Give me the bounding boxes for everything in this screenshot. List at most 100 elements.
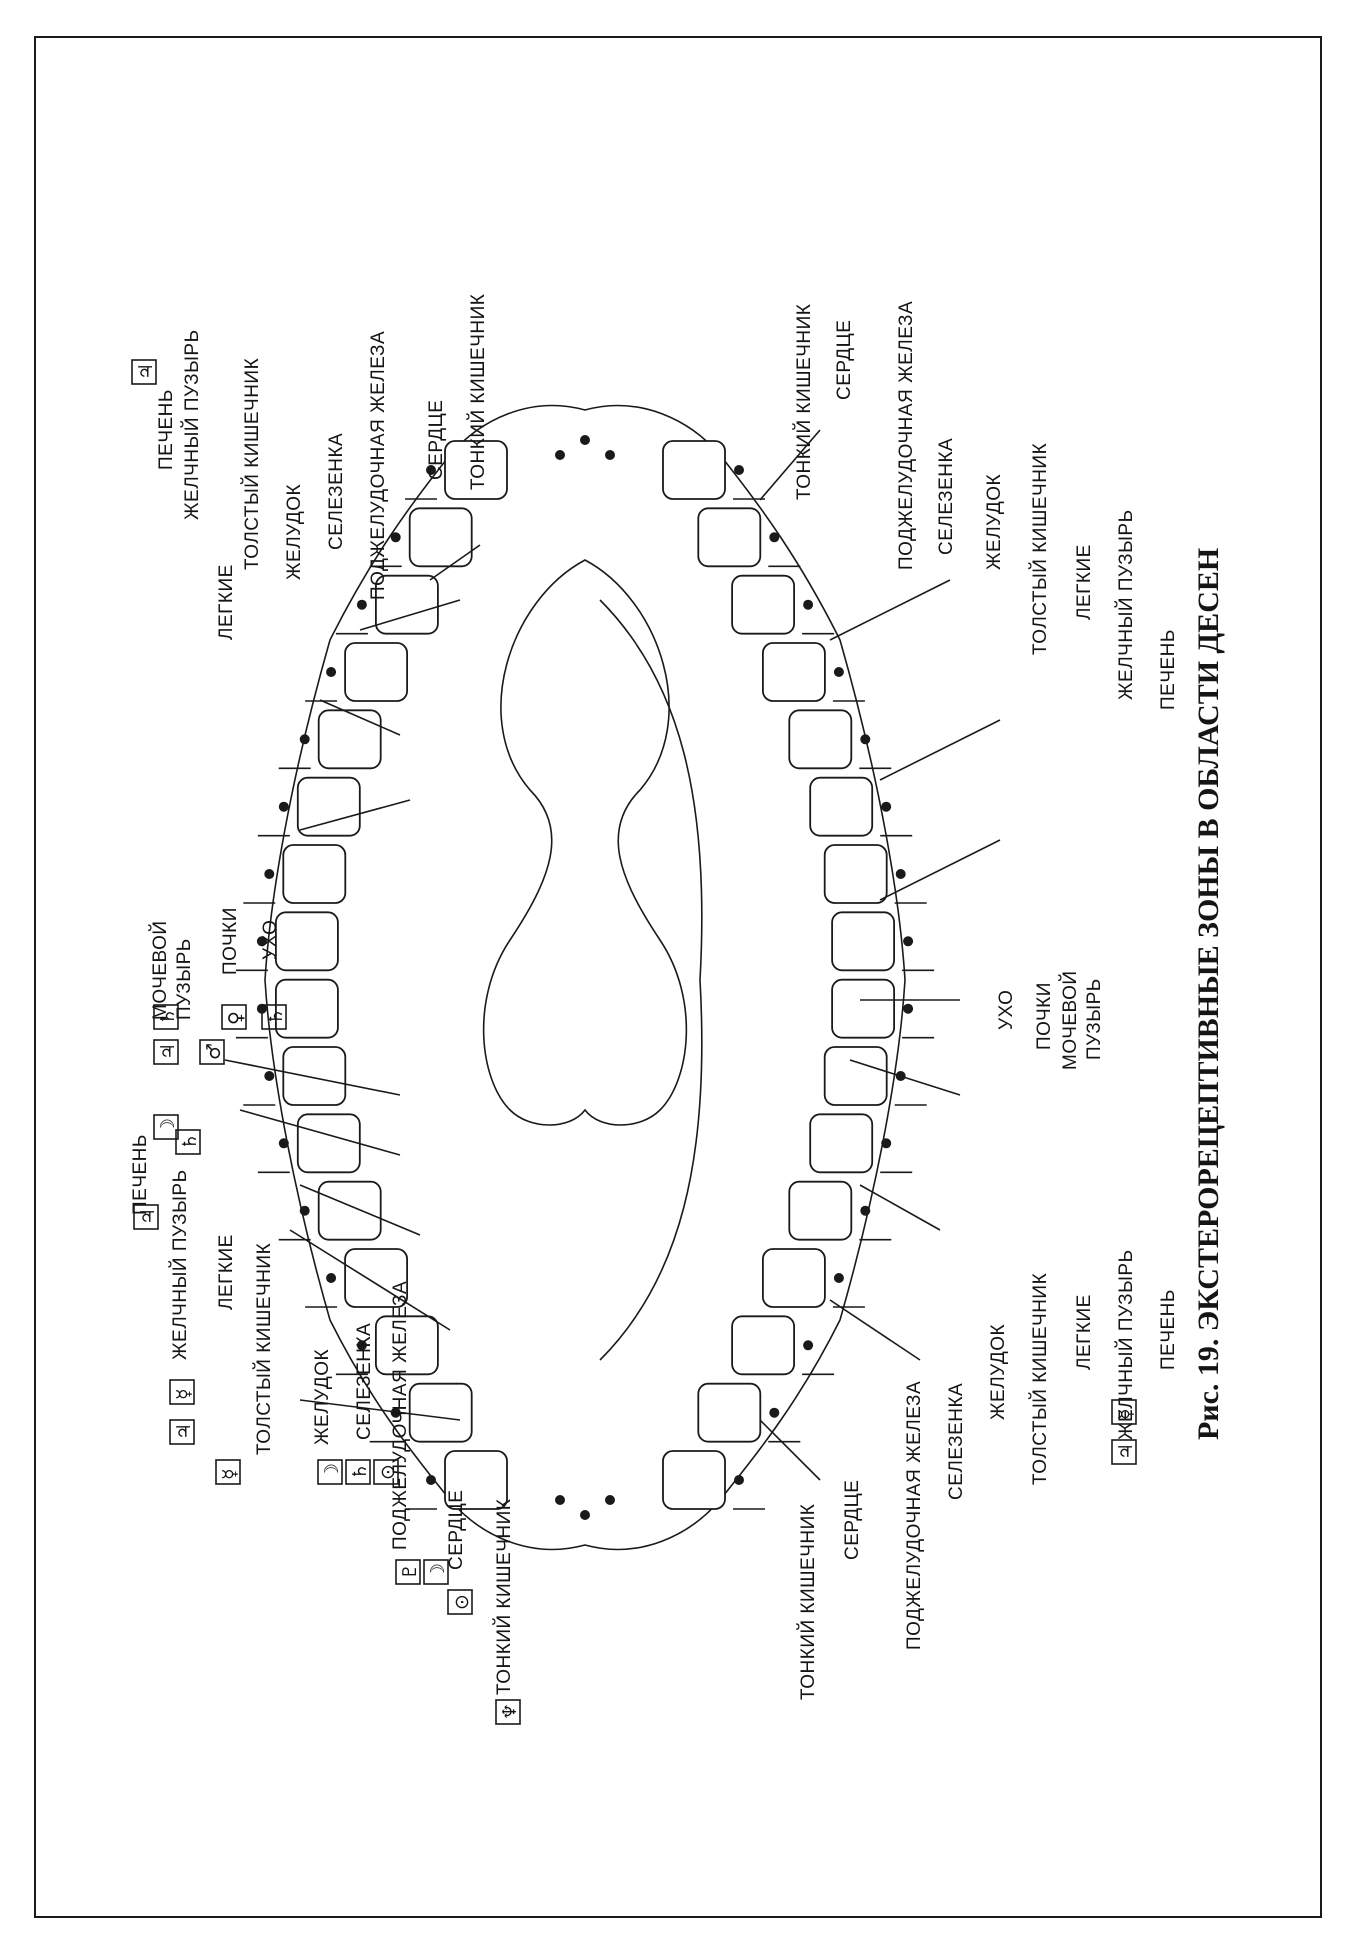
- label-spleen-d: СЕЛЕЗЕНКА: [946, 1383, 967, 1500]
- zone-point: [803, 599, 814, 610]
- tooth: [809, 776, 874, 837]
- label-gallbladder-a: ЖЕЛЧНЫЙ ПУЗЫРЬ: [181, 329, 203, 520]
- svg-text:♃: ♃: [157, 1043, 179, 1060]
- tooth: [282, 844, 347, 904]
- svg-text:♃: ♃: [137, 1208, 159, 1225]
- tooth: [444, 1450, 508, 1510]
- label-liver-d: ПЕЧЕНЬ: [1158, 1289, 1179, 1370]
- zone-point: [881, 1138, 892, 1149]
- label-large-intestine-d: ТОЛСТЫЙ КИШЕЧНИК: [1029, 1273, 1051, 1485]
- label-bladder-1-a: МОЧЕВОЙ: [149, 920, 171, 1020]
- tooth: [809, 1113, 874, 1174]
- svg-text:☿: ☿: [219, 1468, 241, 1480]
- label-pancreas-d: ПОДЖЕЛУДОЧНАЯ ЖЕЛЕЗА: [904, 1381, 925, 1650]
- jaw-outline: [264, 404, 906, 1551]
- zone-point: [769, 1407, 780, 1418]
- zone-point: [605, 450, 615, 460]
- tooth: [374, 1315, 439, 1376]
- label-bladder-2-a: ПУЗЫРЬ: [174, 938, 195, 1020]
- labels-left-upper: ЖЕЛЧНЫЙ ПУЗЫРЬ ПЕЧЕНЬ ТОЛСТЫЙ КИШЕЧНИК Л…: [156, 294, 489, 640]
- svg-text:♀: ♀: [225, 1011, 247, 1025]
- leader-lines: [224, 429, 1001, 1481]
- planet-symbols: ♃ ☿ ♄ ♃ ☿ ☽ ♄ ⊙ ♇ ☽ ⊙ ♆ ♃ ♄ ♂ ♀ ♄ ☽ ♃ ☿ …: [131, 359, 1137, 1725]
- label-heart-b: СЕРДЦЕ: [446, 1490, 467, 1570]
- tooth: [344, 642, 409, 702]
- zone-point: [256, 936, 267, 947]
- tooth: [731, 1315, 795, 1376]
- svg-text:♆: ♆: [499, 1703, 521, 1720]
- labels-left-lower: ЖЕЛЧНЫЙ ПУЗЫРЬ ПЕЧЕНЬ ЛЕГКИЕ ТОЛСТЫЙ КИШ…: [130, 1134, 515, 1695]
- zone-point: [769, 532, 780, 543]
- jupiter-icon: ♃: [153, 1039, 179, 1065]
- label-lungs-a: ЛЕГКИЕ: [216, 564, 237, 640]
- label-heart-c: СЕРДЦЕ: [834, 320, 855, 400]
- tooth: [408, 507, 473, 568]
- label-lungs-c: ЛЕГКИЕ: [1074, 544, 1095, 620]
- label-kidneys-a: ПОЧКИ: [220, 907, 241, 975]
- label-gallbladder-c: ЖЕЛЧНЫЙ ПУЗЫРЬ: [1115, 509, 1137, 700]
- zone-point: [580, 435, 590, 445]
- zone-point: [426, 465, 436, 475]
- label-small-intestine-c: ТОНКИЙ КИШЕЧНИК: [793, 304, 815, 500]
- zone-point: [833, 667, 844, 677]
- label-lungs-b: ЛЕГКИЕ: [216, 1234, 237, 1310]
- zone-point: [895, 869, 906, 879]
- label-pancreas-a: ПОДЖЕЛУДОЧНАЯ ЖЕЛЕЗА: [368, 331, 389, 600]
- tooth: [444, 440, 508, 500]
- label-large-intestine-b: ТОЛСТЫЙ КИШЕЧНИК: [253, 1243, 275, 1455]
- tooth: [344, 1248, 409, 1308]
- label-spleen-c: СЕЛЕЗЕНКА: [936, 438, 957, 555]
- zone-point: [860, 1205, 871, 1216]
- zone-point: [326, 667, 337, 677]
- label-pancreas-c: ПОДЖЕЛУДОЧНАЯ ЖЕЛЕЗА: [896, 301, 917, 570]
- venus-icon: ♀: [221, 1004, 247, 1030]
- zone-point: [299, 734, 310, 745]
- label-ear-b: УХО: [996, 990, 1017, 1030]
- moon-icon: ☽: [317, 1459, 343, 1485]
- label-kidneys-b: ПОЧКИ: [1034, 982, 1055, 1050]
- figure-caption: Рис. 19. ЭКСТЕРОРЕЦЕПТИВНЫЕ ЗОНЫ В ОБЛАС…: [1192, 548, 1225, 1440]
- teeth: [274, 440, 895, 1510]
- label-gallbladder-b: ЖЕЛЧНЫЙ ПУЗЫРЬ: [169, 1169, 191, 1360]
- zone-point: [264, 1071, 275, 1081]
- svg-text:⊙: ⊙: [451, 1594, 473, 1610]
- label-large-intestine-c: ТОЛСТЫЙ КИШЕЧНИК: [1029, 443, 1051, 655]
- label-small-intestine-a: ТОНКИЙ КИШЕЧНИК: [467, 294, 489, 490]
- label-liver-c: ПЕЧЕНЬ: [1158, 629, 1179, 710]
- tooth: [317, 709, 382, 770]
- tooth: [374, 574, 439, 635]
- tooth: [296, 1113, 361, 1174]
- jupiter-icon: ♃: [131, 359, 157, 385]
- label-bladder-2-b: ПУЗЫРЬ: [1084, 978, 1105, 1060]
- mercury-icon: ☿: [1111, 1399, 1137, 1425]
- label-gallbladder-d: ЖЕЛЧНЫЙ ПУЗЫРЬ: [1115, 1249, 1137, 1440]
- sun-icon: ⊙: [373, 1459, 399, 1485]
- zone-point: [580, 1510, 590, 1520]
- tooth: [697, 507, 762, 568]
- tooth: [731, 574, 795, 635]
- mercury-icon: ☿: [215, 1459, 241, 1485]
- tooth: [408, 1382, 473, 1443]
- svg-text:♄: ♄: [265, 1008, 287, 1025]
- mars-icon: ♂: [199, 1039, 225, 1065]
- neptune-icon: ♆: [495, 1699, 521, 1725]
- jupiter-icon: ♃: [169, 1419, 195, 1445]
- zone-point: [881, 801, 892, 812]
- svg-text:♇: ♇: [399, 1563, 421, 1580]
- label-large-intestine-a: ТОЛСТЫЙ КИШЕЧНИК: [241, 358, 263, 570]
- svg-text:♃: ♃: [173, 1423, 195, 1440]
- zone-point: [390, 532, 401, 543]
- label-spleen-a: СЕЛЕЗЕНКА: [326, 433, 347, 550]
- sun-icon: ⊙: [447, 1589, 473, 1615]
- svg-text:♄: ♄: [179, 1133, 201, 1150]
- svg-text:☽: ☽: [427, 1563, 449, 1580]
- zone-point: [264, 869, 275, 879]
- zone-point: [278, 801, 289, 812]
- label-spleen-b: СЕЛЕЗЕНКА: [354, 1323, 375, 1440]
- jupiter-icon: ♃: [1111, 1439, 1137, 1465]
- tooth: [662, 440, 726, 500]
- tooth: [662, 1450, 726, 1510]
- labels-right-upper: ТОНКИЙ КИШЕЧНИК СЕРДЦЕ ПОДЖЕЛУДОЧНАЯ ЖЕЛ…: [793, 301, 1179, 710]
- tongue-outline: [482, 559, 688, 1126]
